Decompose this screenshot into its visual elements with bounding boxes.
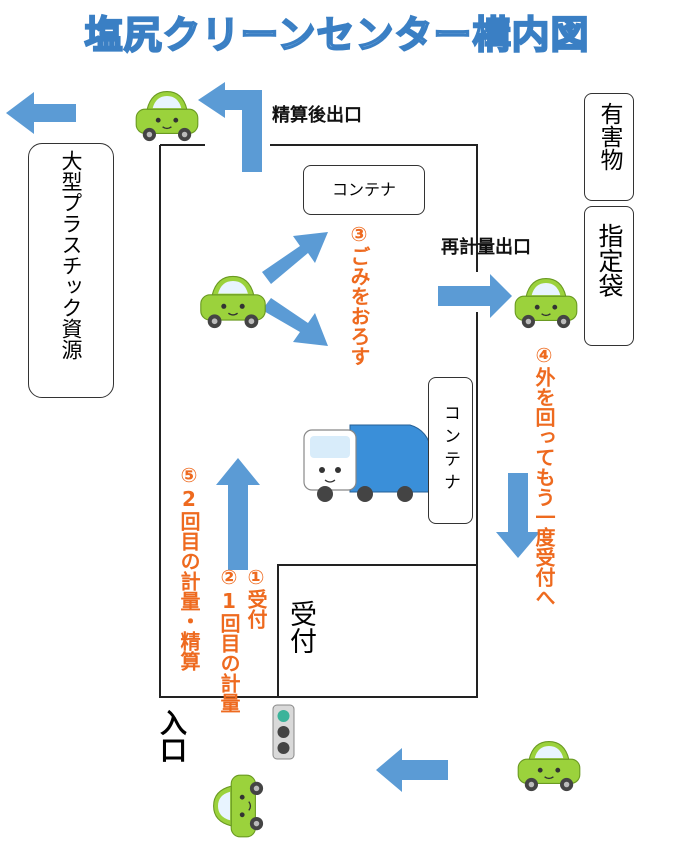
step1-reception-label: ①受付 bbox=[244, 565, 268, 629]
facility-wall-left bbox=[159, 145, 278, 698]
car-arriving-icon bbox=[517, 740, 581, 792]
reweigh-exit-label: 再計量出口 bbox=[441, 237, 531, 258]
facility-wall-top bbox=[270, 144, 478, 272]
page-title: 塩尻クリーンセンター構内図 bbox=[83, 12, 590, 58]
hazardous-label: 有害物 bbox=[596, 102, 622, 171]
reception-building bbox=[277, 564, 478, 698]
hazardous-box: 有害物 bbox=[584, 93, 634, 201]
car-exit-icon bbox=[135, 90, 199, 142]
container-top-box: コンテナ bbox=[303, 165, 425, 215]
container-right-label: コンテナ bbox=[440, 404, 460, 496]
arrow-down-right bbox=[496, 473, 540, 558]
designated-bag-box: 指定袋 bbox=[584, 206, 634, 346]
reception-label: 受付 bbox=[285, 600, 316, 654]
car-unloading-icon bbox=[200, 275, 266, 329]
step3-unload-label: ③ごみをおろす bbox=[347, 222, 371, 366]
arrow-left-bottom bbox=[376, 748, 448, 792]
large-plastic-box: 大型プラスチック資源 bbox=[28, 143, 114, 398]
container-right-box: コンテナ bbox=[428, 377, 473, 524]
large-plastic-label: 大型プラスチック資源 bbox=[59, 150, 83, 360]
arrow-unload-down bbox=[262, 298, 328, 346]
arrow-unload-up bbox=[262, 232, 328, 284]
designated-bag-label: 指定袋 bbox=[595, 223, 624, 298]
arrow-up-center bbox=[216, 458, 260, 570]
car-entering-icon bbox=[212, 774, 264, 838]
arrow-exit-settlement bbox=[198, 82, 262, 172]
arrow-reweigh-exit bbox=[438, 274, 512, 318]
exit-after-settlement-label: 精算後出口 bbox=[272, 105, 362, 126]
arrow-left-top bbox=[6, 92, 76, 134]
car-reweigh-icon bbox=[514, 277, 578, 329]
step4-go-around-label: ④外を回ってもう一度受付へ bbox=[532, 343, 556, 607]
garbage-truck-icon bbox=[303, 424, 433, 502]
container-top-label: コンテナ bbox=[331, 180, 396, 199]
step2-first-weigh-label: ②1回目の計量 bbox=[217, 565, 241, 713]
entrance-label: 入口 bbox=[155, 709, 186, 763]
step5-second-weigh-label: ⑤2回目の計量・精算 bbox=[177, 463, 201, 671]
traffic-light-icon bbox=[272, 704, 295, 760]
